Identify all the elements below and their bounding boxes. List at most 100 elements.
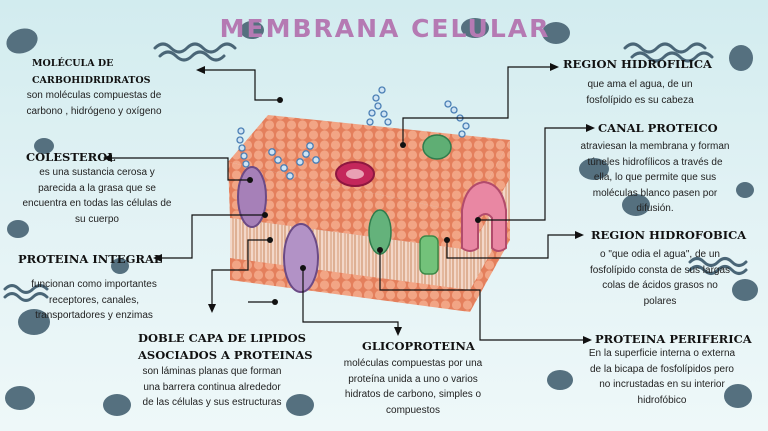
- label-glicoproteina-heading: GLICOPROTEINA: [362, 339, 475, 353]
- label-region-hidrofilica-text: que ama el agua, de un fosfolípido es su…: [586, 79, 694, 106]
- surface-green-protein: [422, 134, 452, 160]
- connector-dot: [267, 237, 273, 243]
- connector-glicoproteina: [302, 268, 399, 330]
- arrowhead-right: [550, 63, 559, 71]
- connector-dot: [262, 212, 268, 218]
- blob-decoration: [547, 370, 573, 390]
- carbohydrate-bead: [242, 160, 250, 168]
- arrowhead-right: [586, 124, 595, 132]
- blob-decoration: [736, 182, 754, 198]
- peripheral-protein-shape: [419, 235, 439, 275]
- upper-heads-front-edge: [228, 162, 470, 250]
- arrowhead-down: [208, 304, 216, 313]
- wavy-line-decoration: [3, 292, 49, 302]
- label-doble-capa-text: son láminas planas que forman una barrer…: [142, 366, 282, 409]
- label-proteina-integral-text: funcionan como importantes receptores, c…: [31, 279, 157, 322]
- carbohydrate-bead: [280, 164, 288, 172]
- blob-decoration: [18, 309, 50, 335]
- blob-decoration: [461, 18, 489, 38]
- wavy-line-decoration: [153, 42, 237, 54]
- arrowhead-left: [153, 254, 162, 262]
- carbohydrate-bead: [450, 106, 458, 114]
- carbohydrate-bead: [240, 152, 248, 160]
- carbohydrate-bead: [238, 144, 246, 152]
- blob-decoration: [622, 194, 650, 216]
- label-glicoproteina-text: moléculas compuestas por una proteína un…: [343, 358, 483, 416]
- connector-colesterol: [110, 157, 250, 181]
- connector-canal: [478, 127, 588, 221]
- arrowhead-right: [583, 336, 592, 344]
- blob-decoration: [732, 279, 758, 301]
- carbohydrate-bead: [462, 122, 470, 130]
- connector-integral: [160, 214, 265, 259]
- carbohydrate-bead: [274, 156, 282, 164]
- arrowhead-left: [103, 154, 112, 162]
- carbohydrate-bead: [366, 118, 374, 126]
- label-region-hidrofobica-text: o "que odia el agua", de un fosfolípido …: [589, 249, 731, 307]
- carbohydrate-bead: [458, 130, 466, 138]
- blob-decoration: [724, 384, 752, 408]
- connector-dot: [377, 247, 383, 253]
- connector-dot: [247, 177, 253, 183]
- label-canal-proteico-heading: CANAL PROTEICO: [598, 121, 718, 135]
- connector-dot: [444, 237, 450, 243]
- protein-channel-shape: [461, 180, 507, 252]
- blob-decoration: [7, 220, 29, 238]
- wavy-line-decoration: [3, 284, 49, 294]
- carbohydrate-bead: [372, 94, 380, 102]
- connector-dot: [300, 265, 306, 271]
- label-carbohidratos-heading: MOLÉCULA DE CARBOHIDRIDRATOS: [32, 58, 151, 86]
- blob-decoration: [111, 258, 129, 274]
- pore-hole: [346, 169, 364, 179]
- label-carbohidratos-text: son moléculas compuestas de carbono , hi…: [26, 90, 162, 117]
- blob-decoration: [286, 394, 314, 416]
- label-doble-capa-heading-2: ASOCIADOS A PROTEINAS: [138, 348, 313, 362]
- label-region-hidrofobica-heading: REGION HIDROFOBICA: [591, 228, 747, 242]
- carbohydrate-bead: [368, 109, 376, 117]
- label-colesterol-heading: COLESTEROL: [26, 150, 116, 164]
- connector-doble-capa: [211, 239, 270, 308]
- blob-decoration: [542, 22, 570, 44]
- connector-dot: [400, 142, 406, 148]
- wavy-line-decoration: [630, 51, 714, 63]
- carbohydrate-bead: [236, 136, 244, 144]
- blob-decoration: [6, 28, 38, 54]
- connector-periferica: [379, 250, 585, 341]
- blob-decoration: [729, 45, 753, 71]
- label-region-hidrofilica-heading: REGION HIDROFILICA: [563, 57, 712, 71]
- label-proteina-periferica-heading: PROTEINA PERIFERICA: [595, 332, 752, 346]
- label-proteina-periferica-text: En la superficie interna o externa de la…: [588, 348, 736, 406]
- carbohydrate-bead: [296, 158, 304, 166]
- label-colesterol-text: es una sustancia cerosa y parecida a la …: [22, 167, 172, 225]
- carbohydrate-bead: [268, 148, 276, 156]
- blob-decoration: [240, 21, 264, 39]
- carbohydrate-bead: [384, 118, 392, 126]
- integral-protein: [283, 223, 319, 293]
- carbohydrate-bead: [237, 127, 245, 135]
- wavy-line-decoration: [688, 257, 748, 267]
- arrowhead-right: [575, 231, 584, 239]
- cholesterol-protein: [237, 166, 267, 228]
- blob-decoration: [579, 158, 609, 180]
- connector-hidrofilica: [402, 66, 552, 145]
- carbohydrate-bead: [380, 110, 388, 118]
- label-canal-proteico-text: atraviesan la membrana y forman túneles …: [580, 141, 730, 215]
- connector-dot: [475, 217, 481, 223]
- blob-decoration: [34, 138, 54, 154]
- arrowhead-left: [196, 66, 205, 74]
- connector-hidrofobica: [446, 234, 577, 259]
- carbohydrate-bead: [444, 100, 452, 108]
- blob-decoration: [103, 394, 131, 416]
- connector-dot: [277, 97, 283, 103]
- label-proteina-integral-heading: PROTEINA INTEGRAL: [18, 252, 162, 266]
- wavy-line-decoration: [158, 50, 226, 62]
- carbohydrate-bead: [286, 172, 294, 180]
- carbohydrate-bead: [378, 86, 386, 94]
- carbohydrate-bead: [312, 156, 320, 164]
- arrowhead-down: [394, 327, 402, 336]
- wavy-line-decoration: [623, 42, 707, 54]
- blob-decoration: [5, 386, 35, 410]
- carbohydrate-bead: [374, 102, 382, 110]
- connector-carbohidratos: [203, 69, 280, 101]
